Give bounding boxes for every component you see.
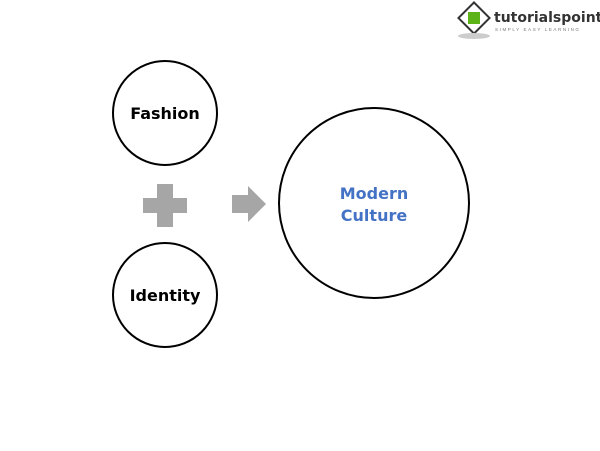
- logo-tagline: SIMPLY EASY LEARNING: [495, 27, 581, 32]
- logo-book-icon: [468, 12, 480, 24]
- result-label-line2: Culture: [341, 206, 408, 225]
- modern-culture-circle: [278, 107, 470, 299]
- plus-icon: [143, 184, 187, 227]
- fashion-circle: [112, 60, 218, 166]
- result-label-line1: Modern: [340, 184, 409, 203]
- arrow-right-icon: [232, 186, 266, 222]
- logo: tutorialspoint SIMPLY EASY LEARNING: [457, 1, 600, 39]
- logo-text: tutorialspoint: [494, 10, 600, 26]
- identity-circle: [112, 242, 218, 348]
- identity-label: Identity: [130, 286, 201, 305]
- fashion-label: Fashion: [130, 104, 200, 123]
- logo-shadow: [458, 33, 490, 39]
